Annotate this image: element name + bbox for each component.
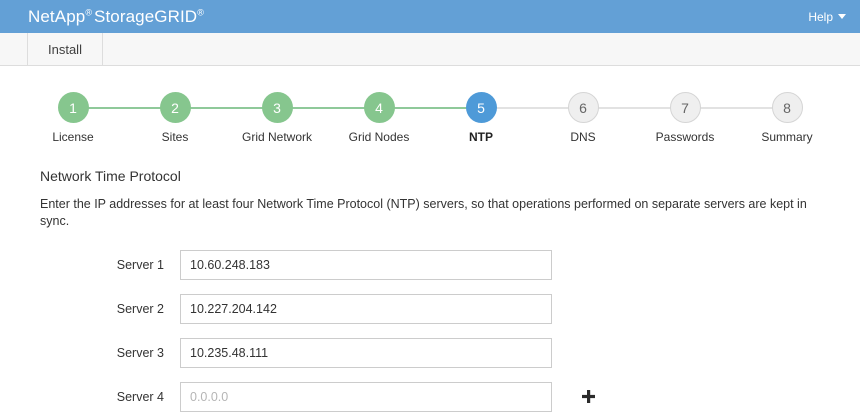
step-connector-right [583,107,634,109]
step-connector-left [124,107,175,109]
wizard-step-grid-network[interactable]: 3 Grid Network [226,92,328,144]
wizard-step-grid-nodes[interactable]: 4 Grid Nodes [328,92,430,144]
step-number-badge: 1 [57,92,89,123]
page-title: Network Time Protocol [40,168,181,184]
wizard-step-sites[interactable]: 2 Sites [124,92,226,144]
wizard-step-ntp[interactable]: 5 NTP [430,92,532,144]
ntp-server-2-input[interactable] [180,293,552,324]
brand-product-registered-mark: ® [197,6,204,17]
ntp-server-2-label: Server 2 [116,301,164,316]
step-number-badge: 4 [363,92,395,123]
step-connector-right [481,107,532,109]
step-number-badge: 5 [465,92,497,123]
page-description: Enter the IP addresses for at least four… [40,197,807,228]
ntp-server-row-4: Server 4 [40,381,820,412]
step-connector-right [73,107,124,109]
chevron-down-icon [838,14,846,19]
main-content: Network Time Protocol Enter the IP addre… [40,168,820,412]
ntp-server-4-input[interactable] [180,381,552,412]
ntp-server-4-label: Server 4 [116,389,164,404]
ntp-server-1-label: Server 1 [116,257,164,272]
wizard-progress: 1 License 2 Sites 3 Grid Network 4 Grid … [22,92,838,154]
app-header: NetApp®StorageGRID® Help [0,0,860,33]
step-label: Passwords [655,130,715,144]
ntp-servers-form: Server 1 Server 2 Server 3 Server 4 [40,249,820,412]
step-connector-right [685,107,736,109]
wizard-step-summary[interactable]: 8 Summary [736,92,838,144]
step-label: Summary [761,130,813,144]
step-connector-left [226,107,277,109]
tab-strip: Install [0,33,860,66]
ntp-server-3-label: Server 3 [116,345,164,360]
step-number-badge: 3 [261,92,293,123]
ntp-server-1-input[interactable] [180,249,552,280]
wizard-step-passwords[interactable]: 7 Passwords [634,92,736,144]
step-label: Sites [161,130,189,144]
ntp-server-row-2: Server 2 [40,293,820,324]
step-connector-left [634,107,685,109]
step-number-badge: 7 [669,92,701,123]
step-number-badge: 8 [771,92,803,123]
step-label: Grid Network [241,130,312,144]
ntp-server-row-3: Server 3 [40,337,820,368]
step-connector-left [532,107,583,109]
brand-name: NetApp [28,6,86,26]
wizard-step-list: 1 License 2 Sites 3 Grid Network 4 Grid … [22,92,838,144]
step-label: DNS [570,130,596,144]
help-menu[interactable]: Help [808,10,846,24]
step-number-badge: 2 [159,92,191,123]
step-connector-left [328,107,379,109]
step-connector-left [736,107,787,109]
step-label: Grid Nodes [348,130,410,144]
brand-product: StorageGRID [94,6,198,26]
ntp-server-3-input[interactable] [180,337,552,368]
step-connector-left [430,107,481,109]
tab-strip-filler [103,33,860,65]
step-label: NTP [469,130,493,144]
step-connector-right [175,107,226,109]
wizard-step-dns[interactable]: 6 DNS [532,92,634,144]
help-menu-label: Help [808,9,833,24]
brand-name-registered-mark: ® [85,6,93,17]
wizard-step-license[interactable]: 1 License [22,92,124,144]
add-server-button[interactable] [578,387,598,407]
plus-icon [581,390,595,404]
step-connector-right [379,107,430,109]
tab-install-label: Install [48,41,82,57]
step-number-badge: 6 [567,92,599,123]
tab-install[interactable]: Install [28,33,103,65]
ntp-server-row-1: Server 1 [40,249,820,280]
brand-logo: NetApp®StorageGRID® [28,7,204,27]
step-label: License [52,130,94,144]
step-connector-right [277,107,328,109]
tab-strip-gutter [0,33,28,65]
